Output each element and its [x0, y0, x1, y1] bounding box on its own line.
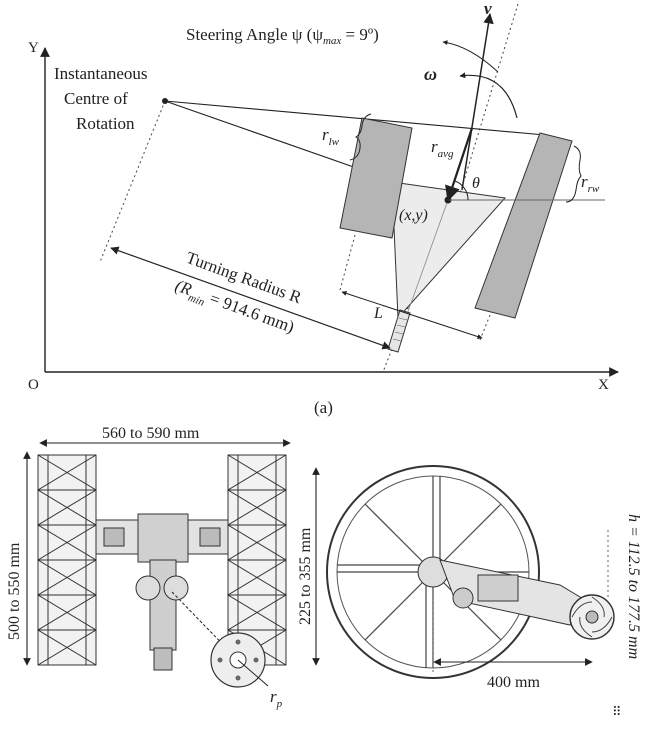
left-wheel	[339, 117, 413, 239]
rear-dotted-line-2	[479, 314, 491, 341]
theta-arc	[454, 180, 469, 201]
panel-a: Y X O	[28, 0, 619, 417]
rear-wheel-hub	[585, 610, 599, 624]
rp-leader	[237, 659, 269, 687]
tail-caster	[387, 309, 411, 353]
pulley-right	[163, 575, 189, 601]
right-wheel-lattice	[227, 454, 287, 666]
icr-line-top	[164, 100, 546, 136]
theta-label: θ	[472, 175, 480, 192]
frame-box	[477, 574, 519, 602]
right-wheel	[474, 132, 573, 319]
rrw-label: rrw	[581, 172, 600, 195]
left-wheel-lattice	[37, 454, 97, 666]
height-left-label: 500 to 550 mm	[6, 542, 23, 640]
pulley-leader-line	[171, 591, 239, 661]
omega-arc	[459, 72, 518, 119]
corner-mark: ⠿	[612, 704, 622, 719]
y-axis-label: Y	[28, 40, 39, 56]
big-wheel-outer	[326, 465, 540, 679]
x-axis-label: X	[598, 377, 609, 393]
frame-gear	[452, 587, 474, 609]
center-label: (x,y)	[399, 207, 428, 224]
rlw-brace	[349, 113, 372, 161]
pulley-hole	[253, 657, 259, 663]
icr-dotted-line	[99, 100, 166, 263]
pulley-hole	[235, 675, 241, 681]
rlw-label: rlw	[322, 125, 340, 148]
panel-a-caption: (a)	[314, 398, 333, 417]
rear-wheel-swirl	[571, 596, 613, 638]
icr-label-3: Rotation	[76, 114, 135, 133]
L-label: L	[373, 305, 383, 322]
width-dimension-label: 560 to 590 mm	[102, 425, 200, 442]
omega-label: ω	[424, 64, 437, 84]
pulley-hole	[235, 639, 241, 645]
steering-arc	[442, 40, 499, 73]
height-mid-label: 225 to 355 mm	[297, 527, 314, 625]
ravg-label: ravg	[431, 137, 454, 160]
rrw-brace	[565, 145, 582, 203]
icr-label-1: Instantaneous	[54, 64, 147, 83]
pulley-hole	[217, 657, 223, 663]
length-dimension-label: 400 mm	[487, 674, 540, 691]
icr-label-2: Centre of	[64, 89, 128, 108]
h-dimension-label: h = 112.5 to 177.5 mm	[625, 514, 642, 659]
panel-b-top-view: 560 to 590 mm 500 to 550 mm	[6, 425, 291, 710]
rear-dotted-line	[339, 234, 356, 291]
steering-dotted-line	[454, 3, 519, 211]
v-label: v	[484, 0, 492, 18]
length-arrow	[341, 291, 483, 339]
panel-b-side-view: 225 to 355 mm h = 112.5 to 177.	[297, 465, 642, 719]
pulley-left	[135, 575, 161, 601]
v-arrow	[461, 12, 494, 191]
origin-label: O	[28, 377, 39, 393]
rp-label: rp	[270, 687, 283, 710]
turning-radius-arrow	[110, 246, 391, 350]
ravg-arrow	[445, 127, 474, 202]
chassis-top	[95, 513, 229, 671]
steering-angle-label: Steering Angle ψ (ψmax = 9º)	[186, 25, 379, 47]
